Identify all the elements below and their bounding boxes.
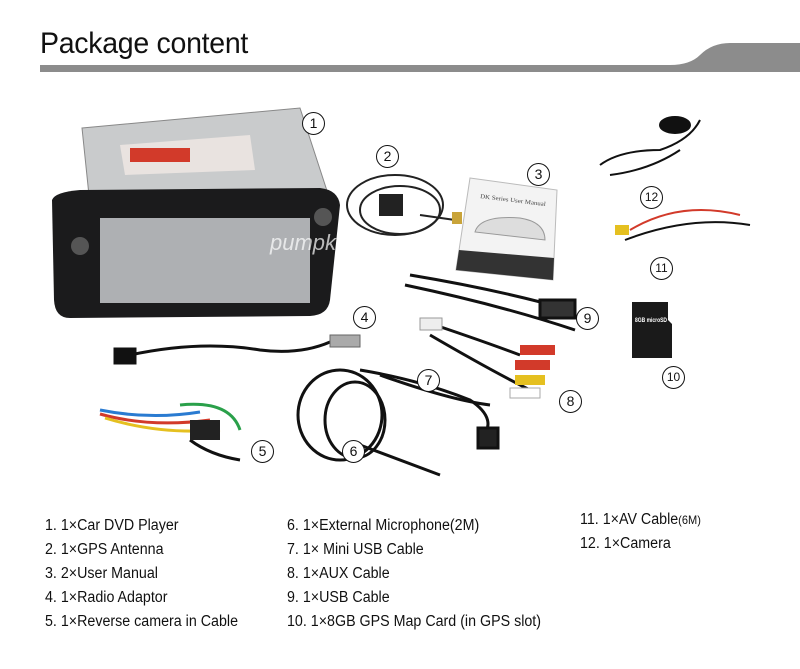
item-4: 4. 1×Radio Adaptor	[45, 589, 168, 606]
radio-adaptor	[113, 334, 361, 365]
user-manual: DK Series User Manual	[455, 177, 558, 281]
item-8: 8. 1×AUX Cable	[287, 565, 390, 582]
sd-card-label: 8GB microSD	[635, 318, 668, 324]
callout-11: 11	[650, 257, 673, 280]
callout-7: 7	[417, 369, 440, 392]
item-12: 12. 1×Camera	[580, 532, 701, 556]
camera	[599, 116, 701, 176]
callout-4: 4	[353, 306, 376, 329]
sd-card: 8GB microSD	[632, 302, 672, 358]
item-6: 6. 1×External Microphone(2M)	[287, 517, 480, 534]
items-column-3: 11. 1×AV Cable(6M) 12. 1×Camera	[580, 508, 701, 556]
item-5: 5. 1×Reverse camera in Cable	[45, 613, 239, 630]
callout-10: 10	[662, 366, 685, 389]
item-3: 3. 2×User Manual	[45, 565, 158, 582]
callout-2: 2	[376, 145, 399, 168]
callout-3: 3	[527, 163, 550, 186]
mini-usb-cable	[359, 368, 500, 450]
callout-9: 9	[576, 307, 599, 330]
item-11-text: 11. 1×AV Cable	[580, 511, 679, 528]
header-bar	[40, 43, 800, 72]
item-2: 2. 1×GPS Antenna	[45, 541, 164, 558]
callout-5: 5	[251, 440, 274, 463]
item-9: 9. 1×USB Cable	[287, 589, 390, 606]
item-10: 10. 1×8GB GPS Map Card (in GPS slot)	[287, 613, 542, 630]
callout-1: 1	[302, 112, 325, 135]
aux-usb-cables	[404, 273, 577, 392]
page-title: Package content	[40, 27, 249, 60]
item-12-text: 12. 1×Camera	[580, 535, 671, 552]
rca-plugs	[509, 345, 555, 399]
wire-harness	[99, 402, 242, 462]
callout-6: 6	[342, 440, 365, 463]
item-11: 11. 1×AV Cable(6M)	[580, 508, 701, 532]
car-dvd-player: pumpkin	[52, 107, 353, 318]
item-7: 7. 1× Mini USB Cable	[287, 541, 424, 558]
gps-antenna	[346, 174, 462, 236]
item-1: 1. 1×Car DVD Player	[45, 517, 179, 534]
product-photo: pumpkin DK Series User Manual	[40, 43, 800, 477]
callout-8: 8	[559, 390, 582, 413]
items-column-2: 6. 1×External Microphone(2M) 7. 1× Mini …	[287, 514, 541, 634]
av-cable	[615, 209, 751, 241]
watermark: pumpkin	[269, 230, 353, 255]
item-11-suffix: (6M)	[678, 513, 701, 527]
callout-12: 12	[640, 186, 663, 209]
items-column-1: 1. 1×Car DVD Player 2. 1×GPS Antenna 3. …	[45, 514, 238, 634]
